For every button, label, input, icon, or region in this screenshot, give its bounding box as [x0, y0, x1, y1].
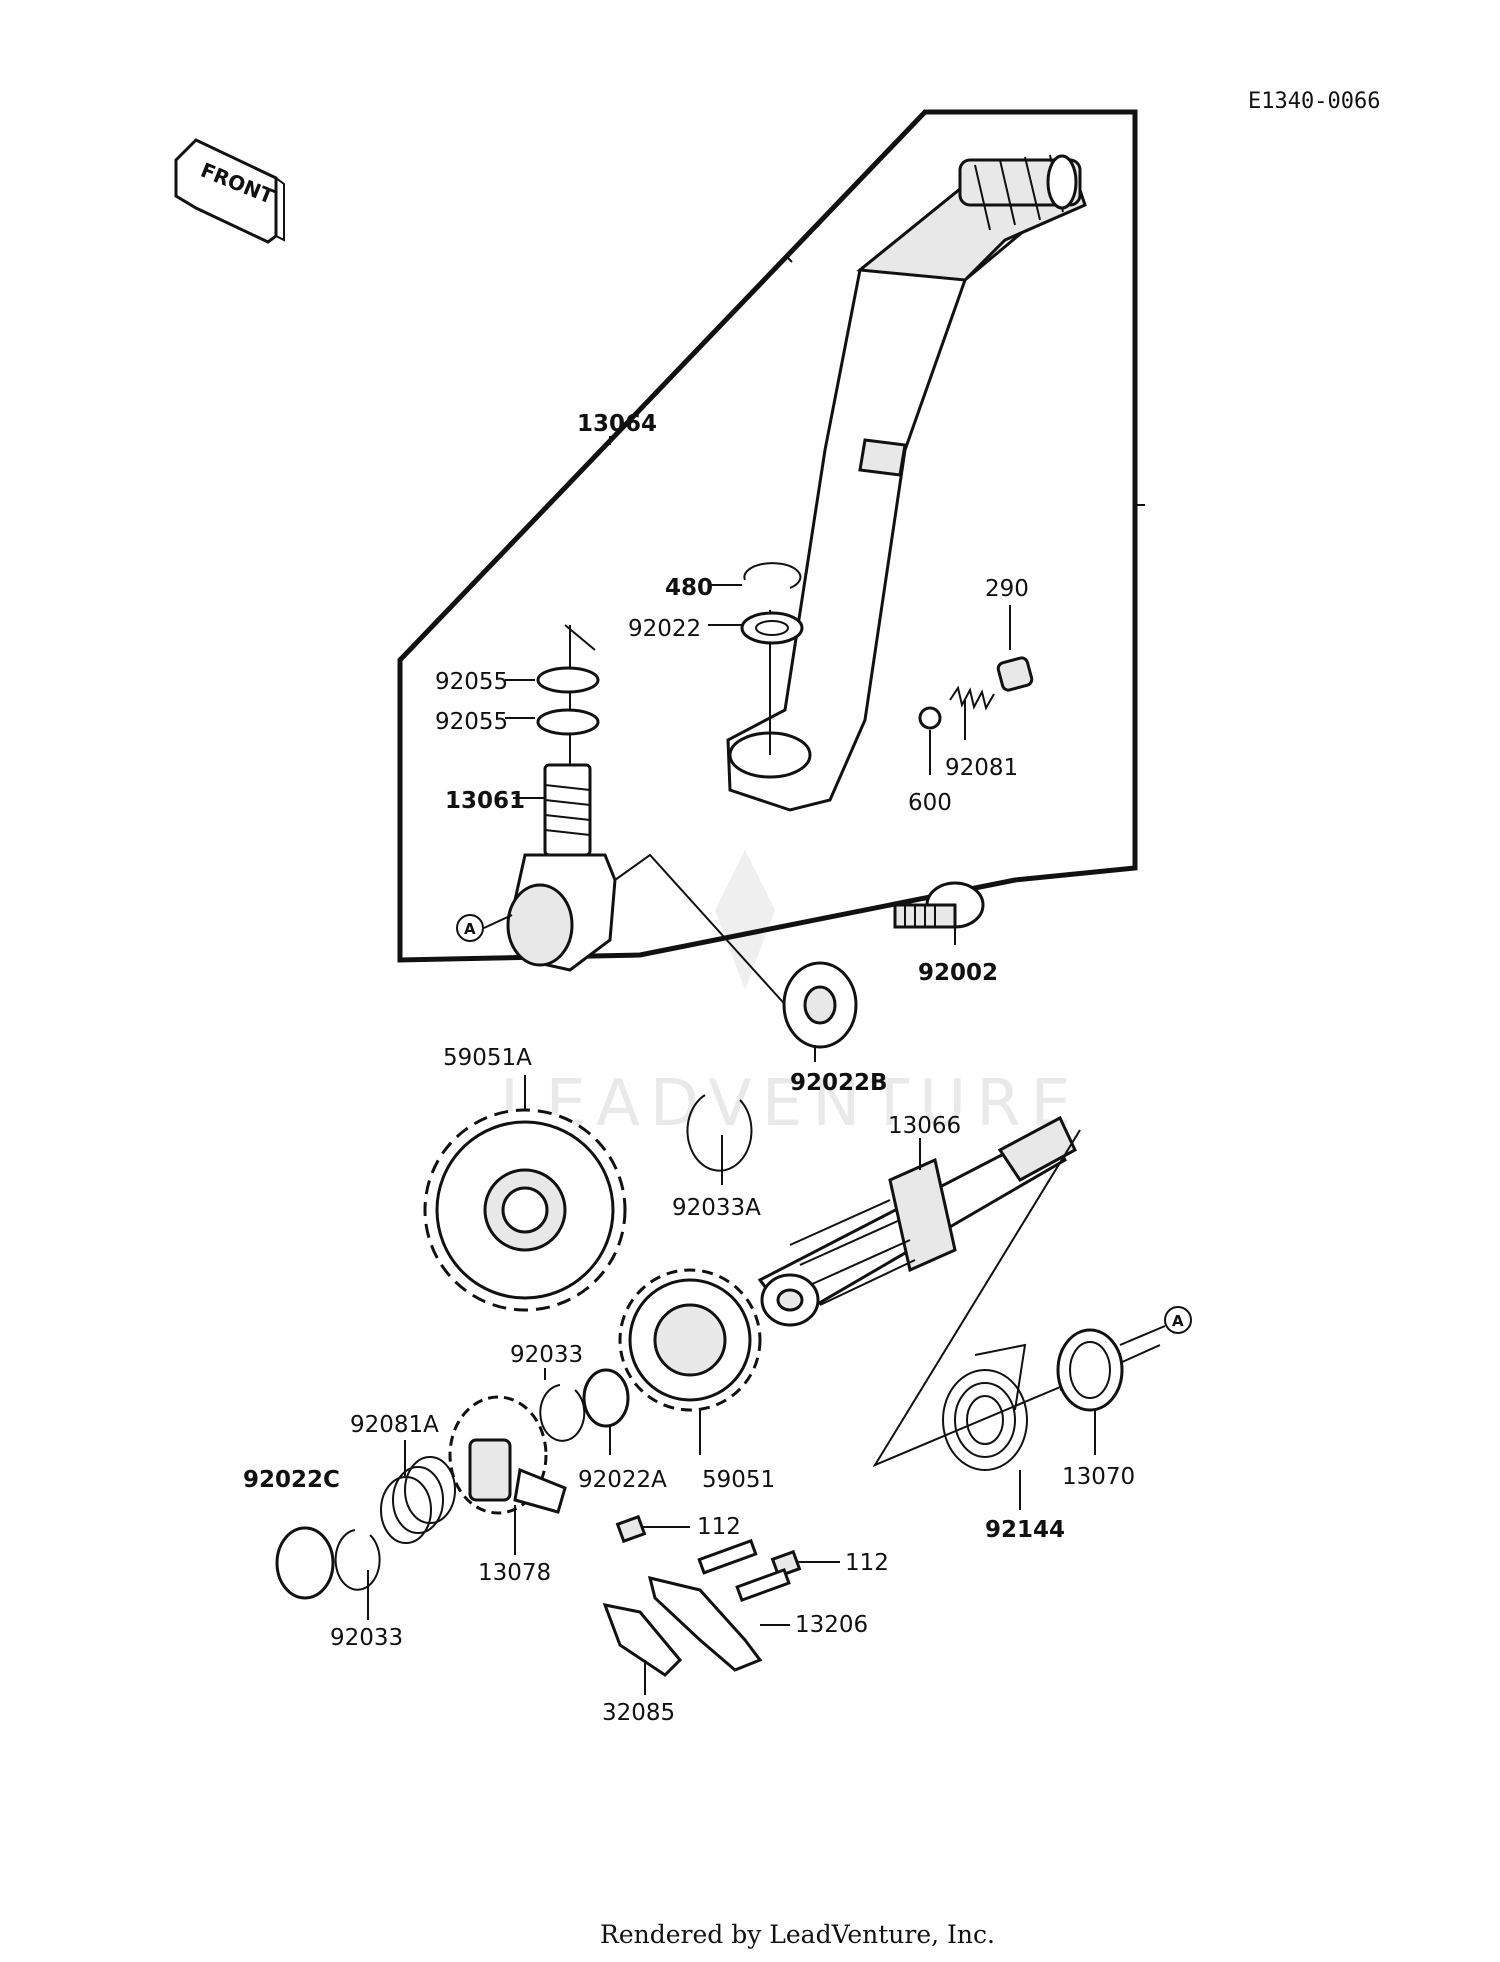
label-112-upper: 112 [697, 1514, 741, 1540]
label-92081A: 92081A [350, 1412, 439, 1438]
o-ring-92055-lower [536, 708, 600, 736]
spring-92081A [380, 1456, 456, 1544]
label-92055-upper: 92055 [435, 669, 508, 695]
circlip-92033A [686, 1094, 753, 1172]
circlip-92033-middle [539, 1384, 586, 1442]
circlip-480 [743, 562, 802, 589]
label-92002: 92002 [918, 960, 998, 986]
gear-59051 [618, 1268, 762, 1412]
washer-92022A [582, 1368, 630, 1428]
o-ring-92055-upper [536, 666, 600, 694]
detent-plug-290 [996, 656, 1034, 692]
kick-lever-13061 [506, 624, 791, 1011]
label-92033-lower: 92033 [330, 1625, 403, 1651]
label-92022B: 92022B [790, 1070, 888, 1096]
washer-92022C [275, 1526, 335, 1600]
label-92022: 92022 [628, 616, 701, 642]
label-13066: 13066 [888, 1113, 961, 1139]
label-13061: 13061 [445, 788, 525, 814]
leader-lines [367, 436, 1096, 1695]
label-112-lower: 112 [845, 1550, 889, 1576]
label-290: 290 [985, 576, 1029, 602]
callout-a-lower: A [1119, 1306, 1192, 1346]
ratchet-13078 [448, 1395, 567, 1515]
footer-credit: Rendered by LeadVenture, Inc. [600, 1920, 995, 1949]
gear-59051A [423, 1108, 627, 1312]
label-600: 600 [908, 790, 952, 816]
label-59051: 59051 [702, 1467, 775, 1493]
label-480: 480 [665, 575, 713, 601]
label-59051A: 59051A [443, 1045, 532, 1071]
kick-shaft-13066 [757, 1115, 1077, 1327]
label-13070: 13070 [1062, 1464, 1135, 1490]
label-92022A: 92022A [578, 1467, 667, 1493]
spring-92081 [949, 685, 995, 711]
plate-32085 [602, 1602, 683, 1677]
assembly-boundary [397, 109, 1138, 963]
ball-600 [918, 706, 942, 730]
guide-13070 [1056, 1328, 1124, 1412]
washer-92022B [782, 961, 858, 1049]
bolt-92002 [893, 881, 985, 929]
kick-pedal-arm [726, 154, 1087, 812]
label-13078: 13078 [478, 1560, 551, 1586]
label-13206: 13206 [795, 1612, 868, 1638]
label-92144: 92144 [985, 1517, 1065, 1543]
svg-text:A: A [464, 920, 476, 938]
label-92033A: 92033A [672, 1195, 761, 1221]
label-92055-lower: 92055 [435, 709, 508, 735]
label-92022C: 92022C [243, 1467, 340, 1493]
kick-spring-92144 [942, 1343, 1028, 1471]
diagram-code: E1340-0066 [1248, 89, 1380, 114]
watermark-text: LEADVENTURE [500, 1067, 1081, 1141]
label-92081: 92081 [945, 755, 1018, 781]
bolt-112-upper [615, 1514, 758, 1575]
bolt-112-lower [735, 1549, 802, 1603]
guide-plate-13206 [647, 1575, 763, 1672]
label-92033-middle: 92033 [510, 1342, 583, 1368]
washer-92022 [740, 611, 804, 645]
circlip-92033-lower [334, 1529, 381, 1591]
callout-a-upper: A [456, 914, 513, 942]
watermark: LEADVENTURE [500, 850, 1081, 1141]
label-32085: 32085 [602, 1700, 675, 1726]
front-arrow-icon: FRONT [174, 138, 285, 244]
label-13064: 13064 [577, 411, 657, 437]
svg-text:A: A [1172, 1312, 1184, 1330]
